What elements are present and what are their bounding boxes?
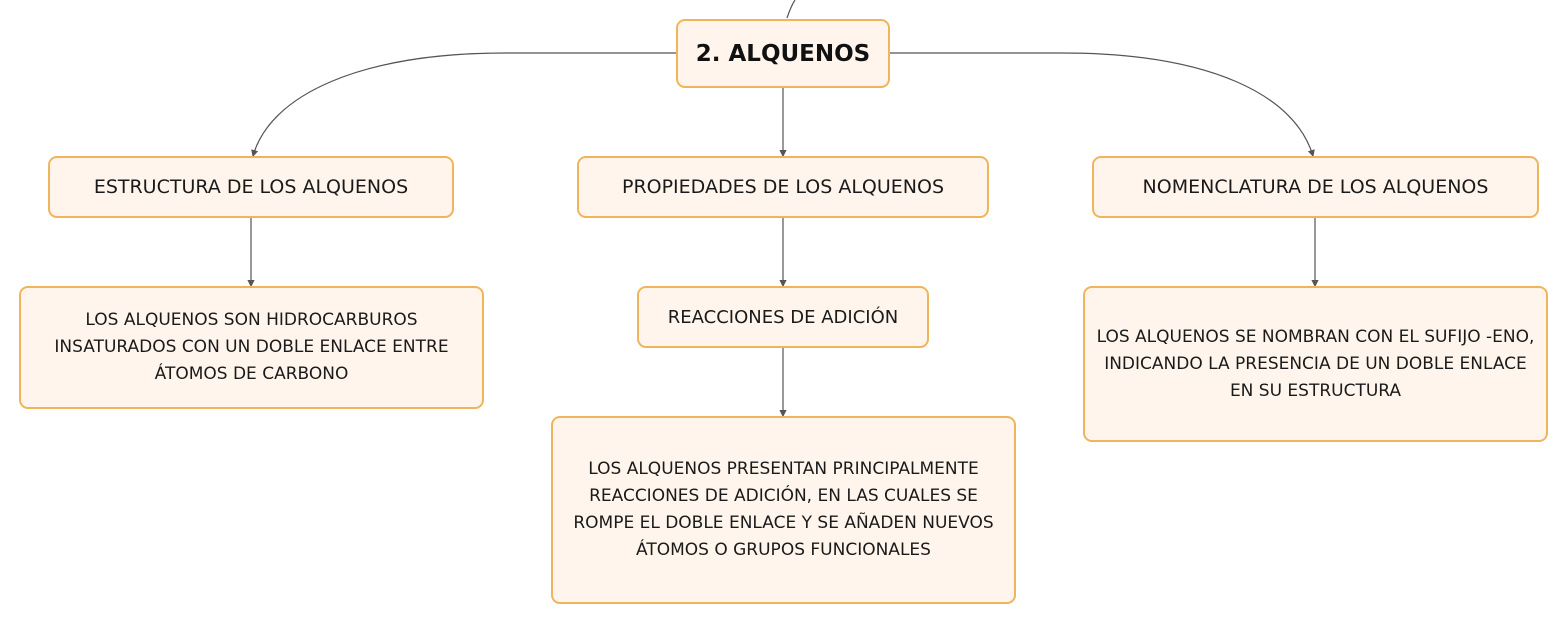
node-propiedades-label: PROPIEDADES DE LOS ALQUENOS [621,176,945,198]
node-estructura[interactable]: ESTRUCTURA DE LOS ALQUENOS [48,156,454,218]
node-nomenclatura-label: NOMENCLATURA DE LOS ALQUENOS [1142,176,1489,198]
reacciones-description-text: LOS ALQUENOS PRESENTAN PRINCIPALMENTE RE… [573,459,994,560]
node-propiedades[interactable]: PROPIEDADES DE LOS ALQUENOS [577,156,989,218]
node-nomenclatura-description[interactable]: LOS ALQUENOS SE NOMBRAN CON EL SUFIJO -E… [1083,286,1548,442]
root-label: 2. ALQUENOS [695,40,871,67]
node-reacciones-adicion[interactable]: REACCIONES DE ADICIÓN [637,286,929,348]
node-nomenclatura[interactable]: NOMENCLATURA DE LOS ALQUENOS [1092,156,1539,218]
connector-root-estructura [251,52,676,158]
node-estructura-description[interactable]: LOS ALQUENOS SON HIDROCARBUROS INSATURAD… [19,286,484,409]
connector-root-nomenclatura [890,52,1315,158]
nomenclatura-description-text: LOS ALQUENOS SE NOMBRAN CON EL SUFIJO -E… [1096,326,1535,401]
node-reacciones-description[interactable]: LOS ALQUENOS PRESENTAN PRINCIPALMENTE RE… [551,416,1016,604]
estructura-description-text: LOS ALQUENOS SON HIDROCARBUROS INSATURAD… [54,310,449,384]
reacciones-adicion-label: REACCIONES DE ADICIÓN [667,306,899,328]
incoming-connector [786,0,796,19]
node-estructura-label: ESTRUCTURA DE LOS ALQUENOS [93,176,409,198]
root-node[interactable]: 2. ALQUENOS [676,19,890,88]
